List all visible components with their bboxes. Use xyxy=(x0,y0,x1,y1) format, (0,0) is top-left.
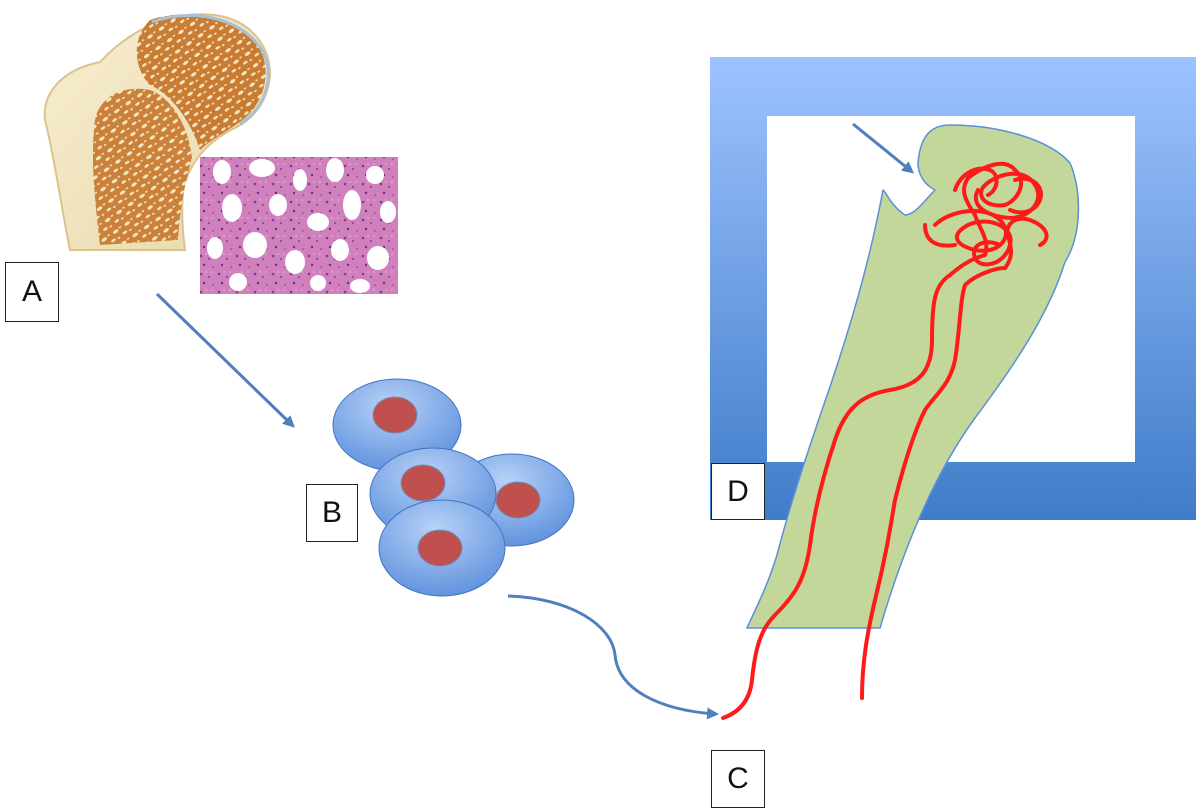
label-d: D xyxy=(711,463,765,520)
bone-shape xyxy=(745,124,1080,629)
stem-cell-cluster xyxy=(332,378,575,597)
arrow-a-to-b xyxy=(155,292,295,428)
label-c: C xyxy=(711,750,765,808)
label-a: A xyxy=(5,262,59,322)
histology-image xyxy=(200,157,398,294)
label-b: B xyxy=(306,484,358,542)
notch-pointer-arrow xyxy=(852,122,915,174)
arrow-b-to-c xyxy=(507,594,719,720)
blood-vessels xyxy=(721,161,1049,720)
femur-cross-section-image xyxy=(43,13,272,251)
